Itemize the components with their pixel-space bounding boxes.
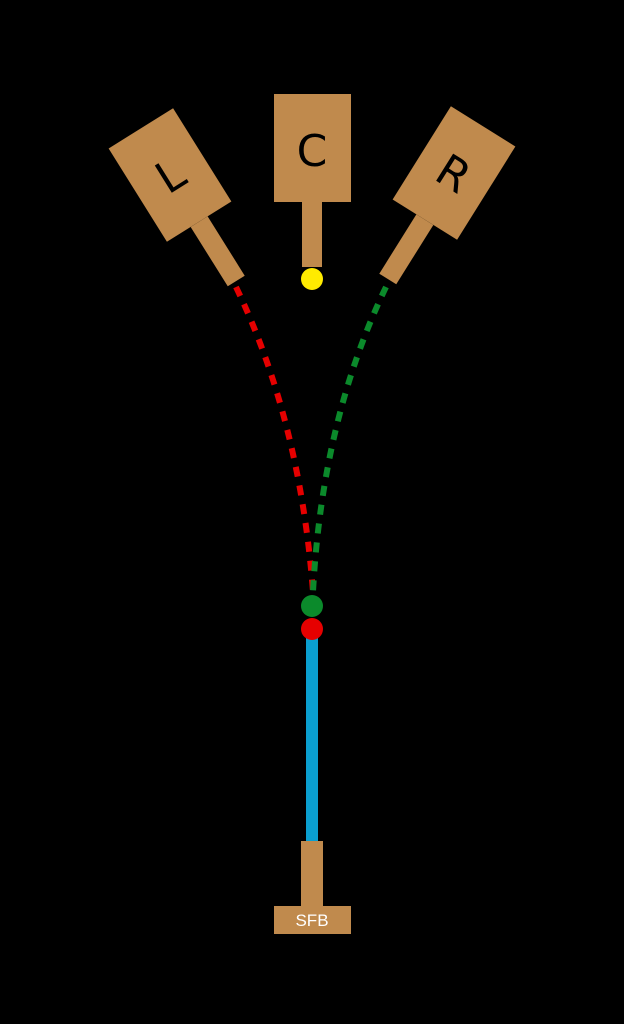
- sign-left-post: [190, 216, 245, 287]
- sign-right-post: [379, 214, 434, 285]
- sign-center-board: [274, 94, 351, 202]
- stem-line: [306, 638, 318, 841]
- center-dot: [301, 268, 323, 290]
- sign-right: R: [379, 106, 516, 285]
- base-plate: [274, 906, 351, 934]
- sign-left: L: [108, 108, 245, 287]
- right-path-dotted: [310, 285, 389, 593]
- junction-green-dot: [301, 595, 323, 617]
- junction-red-dot: [301, 618, 323, 640]
- base-post: [301, 841, 323, 907]
- sign-center: C: [274, 94, 351, 267]
- base-label: SFB: [295, 911, 328, 930]
- sign-center-letter: C: [297, 126, 328, 177]
- sign-right-board: [392, 106, 516, 240]
- sign-center-post: [302, 202, 322, 267]
- left-path-dotted: [233, 285, 316, 593]
- base-sfb: SFB: [274, 841, 351, 934]
- sign-left-board: [108, 108, 232, 242]
